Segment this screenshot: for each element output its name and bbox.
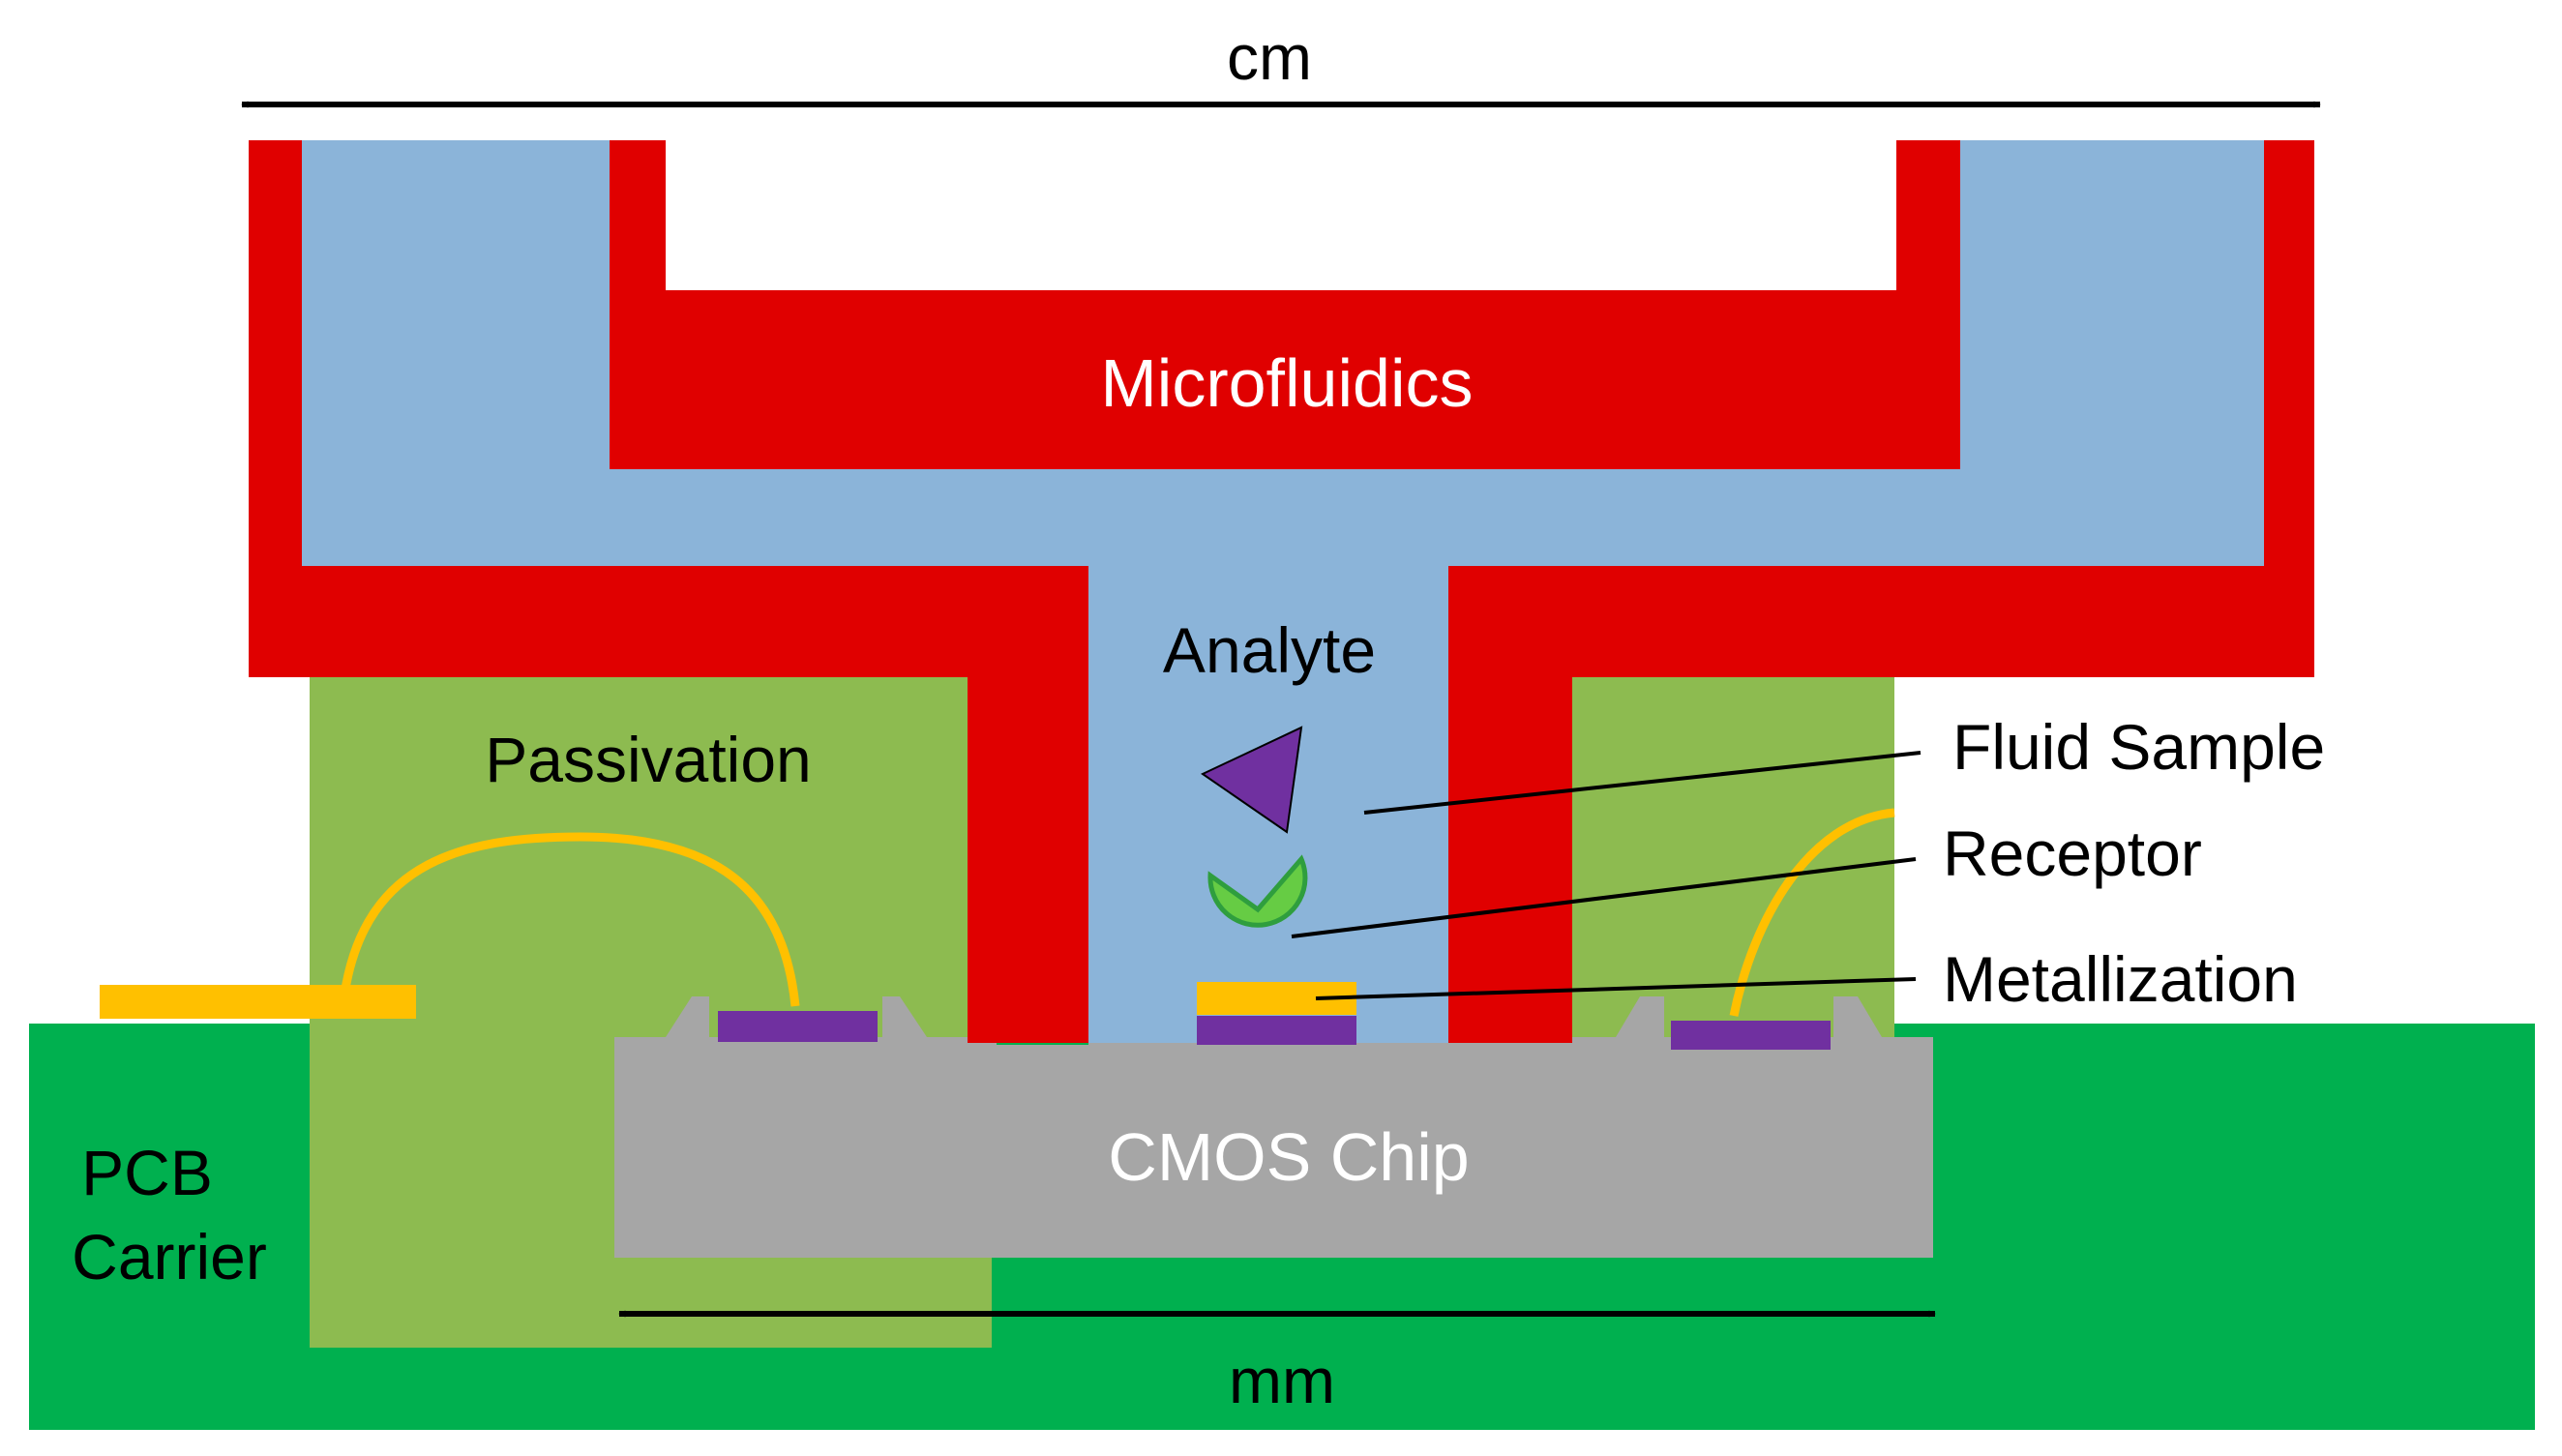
pcb-carrier-label-line2: Carrier [72, 1221, 267, 1293]
cmos-chip [614, 996, 1933, 1258]
microfluidics-label: Microfluidics [1100, 345, 1473, 421]
receptor-pointer [1291, 857, 1917, 938]
bond-wire-right [1729, 808, 1895, 1017]
passivation-left-lower [310, 1024, 614, 1348]
top-dimension-label: cm [1227, 21, 1312, 93]
analyte-shape [1201, 726, 1303, 834]
pcb-gold-trace [100, 985, 416, 1019]
cmos-chip-label: CMOS Chip [1108, 1119, 1469, 1195]
fluid-sample-region [302, 140, 2264, 1043]
metal-pad-center [1197, 1016, 1356, 1045]
receptor-label: Receptor [1943, 817, 2202, 889]
metal-pad-left [718, 1011, 878, 1042]
receptor-shape [1207, 854, 1308, 928]
analyte-label: Analyte [1163, 614, 1376, 686]
fluid-sample-pointer [1363, 751, 1922, 815]
pcb-carrier-label-line1: PCB [81, 1137, 213, 1208]
bond-wire-left [341, 832, 800, 1007]
passivation-label: Passivation [485, 724, 812, 795]
microfluidics-cap [610, 290, 1960, 469]
metallization-pointer [1315, 977, 1917, 1000]
passivation-left-under-chip [614, 1258, 992, 1348]
bottom-dimension-label: mm [1229, 1345, 1335, 1416]
metallization-label: Metallization [1943, 943, 2298, 1015]
metal-pad-right [1671, 1021, 1831, 1050]
fluid-sample-label: Fluid Sample [1952, 711, 2325, 783]
